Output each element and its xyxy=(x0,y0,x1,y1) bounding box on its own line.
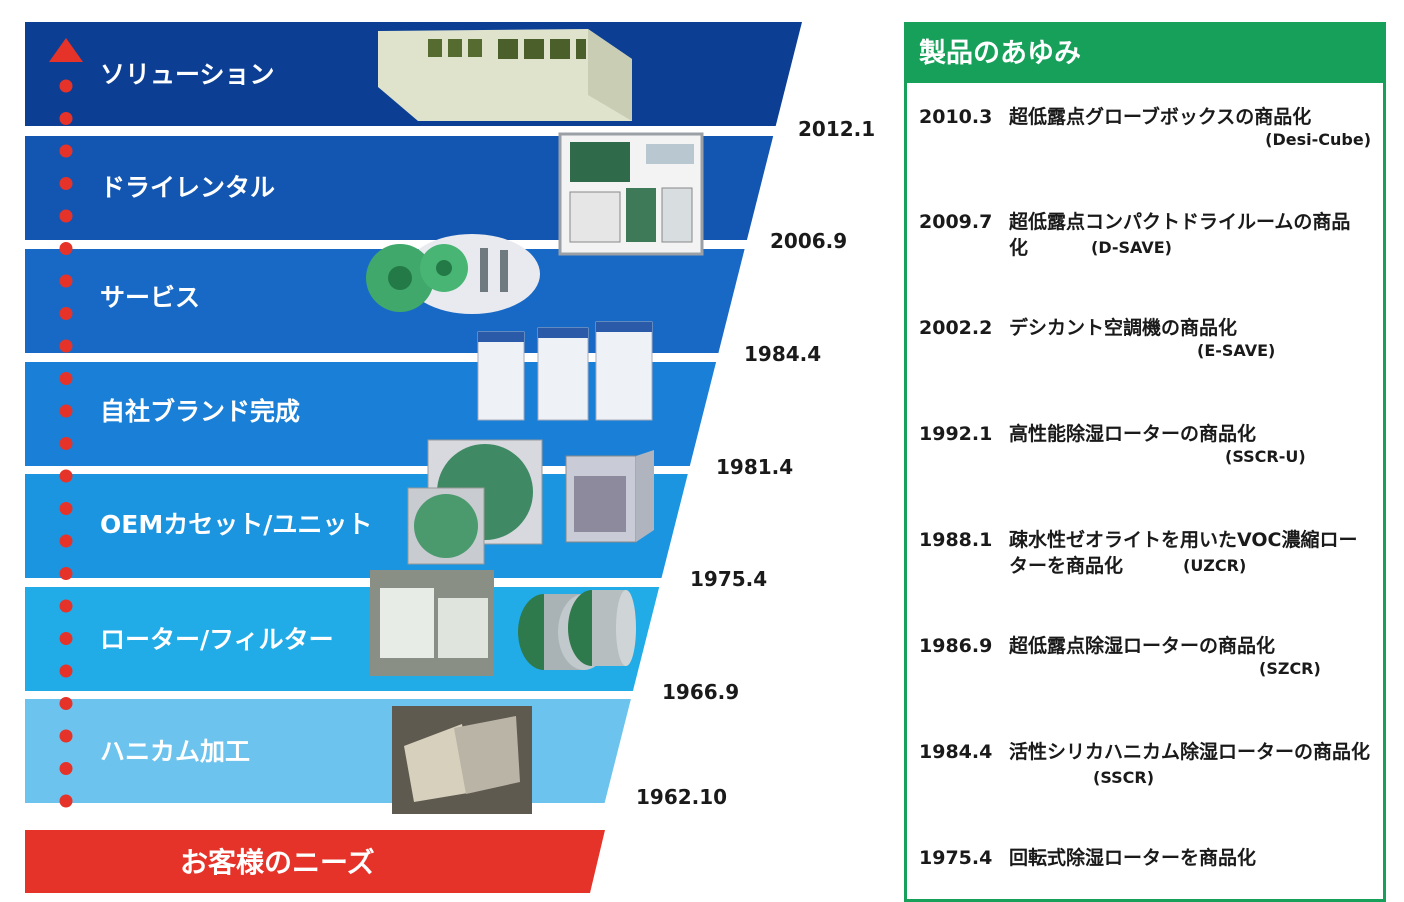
tier-label-oem: OEMカセット/ユニット xyxy=(100,510,373,539)
rotor-rolls-photo xyxy=(514,582,638,674)
honeycomb-photo xyxy=(392,706,532,814)
growth-arrow-dot xyxy=(59,209,73,223)
tier-year-solution: 2012.1 xyxy=(798,117,876,141)
growth-arrow-dot xyxy=(59,599,73,613)
history-year: 1988.1 xyxy=(919,529,993,551)
history-text: 超低露点除湿ローターの商品化 xyxy=(1009,635,1276,657)
growth-arrow-dot xyxy=(59,372,73,385)
growth-arrow-dot xyxy=(59,404,73,418)
history-text: 回転式除湿ローターを商品化 xyxy=(1009,847,1257,869)
dry-rental-unit-photo xyxy=(556,128,706,258)
growth-arrow-dot xyxy=(59,697,73,710)
growth-arrow-head xyxy=(49,38,83,62)
needs-band xyxy=(25,830,605,893)
history-text: 超低露点グローブボックスの商品化 xyxy=(1009,106,1312,128)
growth-arrow-dot xyxy=(59,144,73,158)
history-text: 超低露点コンパクトドライルームの商品化 xyxy=(1009,211,1351,259)
history-year: 1984.4 xyxy=(919,741,993,763)
history-text: 活性シリカハニカム除湿ローターの商品化 xyxy=(1009,741,1371,763)
history-year: 2002.2 xyxy=(919,317,993,339)
growth-arrow-dot xyxy=(59,664,73,678)
growth-arrow-dot xyxy=(59,762,73,775)
growth-arrow-dot xyxy=(59,307,73,320)
tier-year-own-brand: 1981.4 xyxy=(716,455,794,479)
history-text: デシカント空調機の商品化 xyxy=(1009,317,1238,339)
product-history-panel: 製品のあゆみ 2010.3 超低露点グローブボックスの商品化 (Desi-Cub… xyxy=(904,22,1386,902)
history-entry: 1986.9 超低露点除湿ローターの商品化 (SZCR) xyxy=(919,633,1375,683)
history-entry: 1992.1 高性能除湿ローターの商品化 (SSCR-U) xyxy=(919,421,1375,471)
growth-arrow-dot xyxy=(59,794,73,808)
history-year: 1986.9 xyxy=(919,635,993,657)
history-product-name: (SSCR) xyxy=(1093,768,1155,787)
oem-unit-photo xyxy=(564,450,656,546)
history-entry: 1988.1 疎水性ゼオライトを用いたVOC濃縮ローターを商品化 (UZCR) xyxy=(919,527,1375,579)
growth-arrow-dot xyxy=(59,112,73,125)
needs-funnel-diagram xyxy=(25,22,802,893)
growth-arrow-dot xyxy=(59,274,73,288)
growth-arrow-dot xyxy=(59,729,73,743)
growth-arrow-dot xyxy=(59,177,73,190)
tier-year-oem: 1975.4 xyxy=(690,567,768,591)
history-product-name: (E-SAVE) xyxy=(1197,341,1276,360)
tier-label-honeycomb: ハニカム加工 xyxy=(100,737,251,766)
growth-arrow-dot xyxy=(59,79,73,93)
dry-room-photo xyxy=(378,25,632,121)
growth-arrow-dot xyxy=(59,437,73,450)
history-year: 2010.3 xyxy=(919,106,993,128)
growth-arrow-dot xyxy=(59,339,73,353)
tier-label-solution: ソリューション xyxy=(100,60,275,89)
tier-band xyxy=(25,587,660,691)
history-product-name: (SSCR-U) xyxy=(1225,447,1306,466)
growth-arrow-dot xyxy=(59,502,73,515)
growth-arrow-dot xyxy=(59,632,73,645)
history-entry: 1975.4 回転式除湿ローターを商品化 xyxy=(919,845,1375,875)
history-product-name: (SZCR) xyxy=(1259,659,1321,678)
history-year: 2009.7 xyxy=(919,211,993,233)
history-entry: 2010.3 超低露点グローブボックスの商品化 (Desi-Cube) xyxy=(919,104,1375,154)
tier-label-own-brand: 自社ブランド完成 xyxy=(100,397,301,426)
oem-cassette-photo xyxy=(406,438,544,566)
history-product-name: (Desi-Cube) xyxy=(1265,130,1371,149)
growth-arrow-dot xyxy=(59,242,73,255)
tier-label-dry-rental: ドライレンタル xyxy=(100,173,276,202)
customer-needs-label: お客様のニーズ xyxy=(180,846,375,879)
panel-title: 製品のあゆみ xyxy=(907,25,1383,83)
tier-year-dry-rental: 2006.9 xyxy=(770,229,848,253)
tier-year-rotor-filter: 1966.9 xyxy=(662,680,740,704)
own-brand-dehumidifiers-photo xyxy=(470,318,660,424)
history-year: 1975.4 xyxy=(919,847,993,869)
tier-year-service: 1984.4 xyxy=(744,342,822,366)
tier-label-rotor-filter: ローター/フィルター xyxy=(100,625,334,654)
history-product-name: (D-SAVE) xyxy=(1091,238,1172,257)
tier-year-honeycomb: 1962.10 xyxy=(636,785,728,809)
history-entry: 2009.7 超低露点コンパクトドライルームの商品化 (D-SAVE) xyxy=(919,209,1375,261)
growth-arrow-dot xyxy=(59,534,73,548)
history-text: 高性能除湿ローターの商品化 xyxy=(1009,423,1257,445)
history-entry: 2002.2 デシカント空調機の商品化 (E-SAVE) xyxy=(919,315,1375,365)
tier-label-service: サービス xyxy=(100,283,201,312)
history-product-name: (UZCR) xyxy=(1183,556,1247,575)
history-text: 疎水性ゼオライトを用いたVOC濃縮ローターを商品化 xyxy=(1009,529,1358,577)
filter-blocks-photo xyxy=(370,570,494,676)
growth-arrow-dot xyxy=(59,469,73,483)
history-entry: 1984.4 活性シリカハニカム除湿ローターの商品化 (SSCR) xyxy=(919,739,1375,791)
service-parts-photo xyxy=(362,228,542,320)
growth-arrow-dot xyxy=(59,567,73,580)
history-year: 1992.1 xyxy=(919,423,993,445)
